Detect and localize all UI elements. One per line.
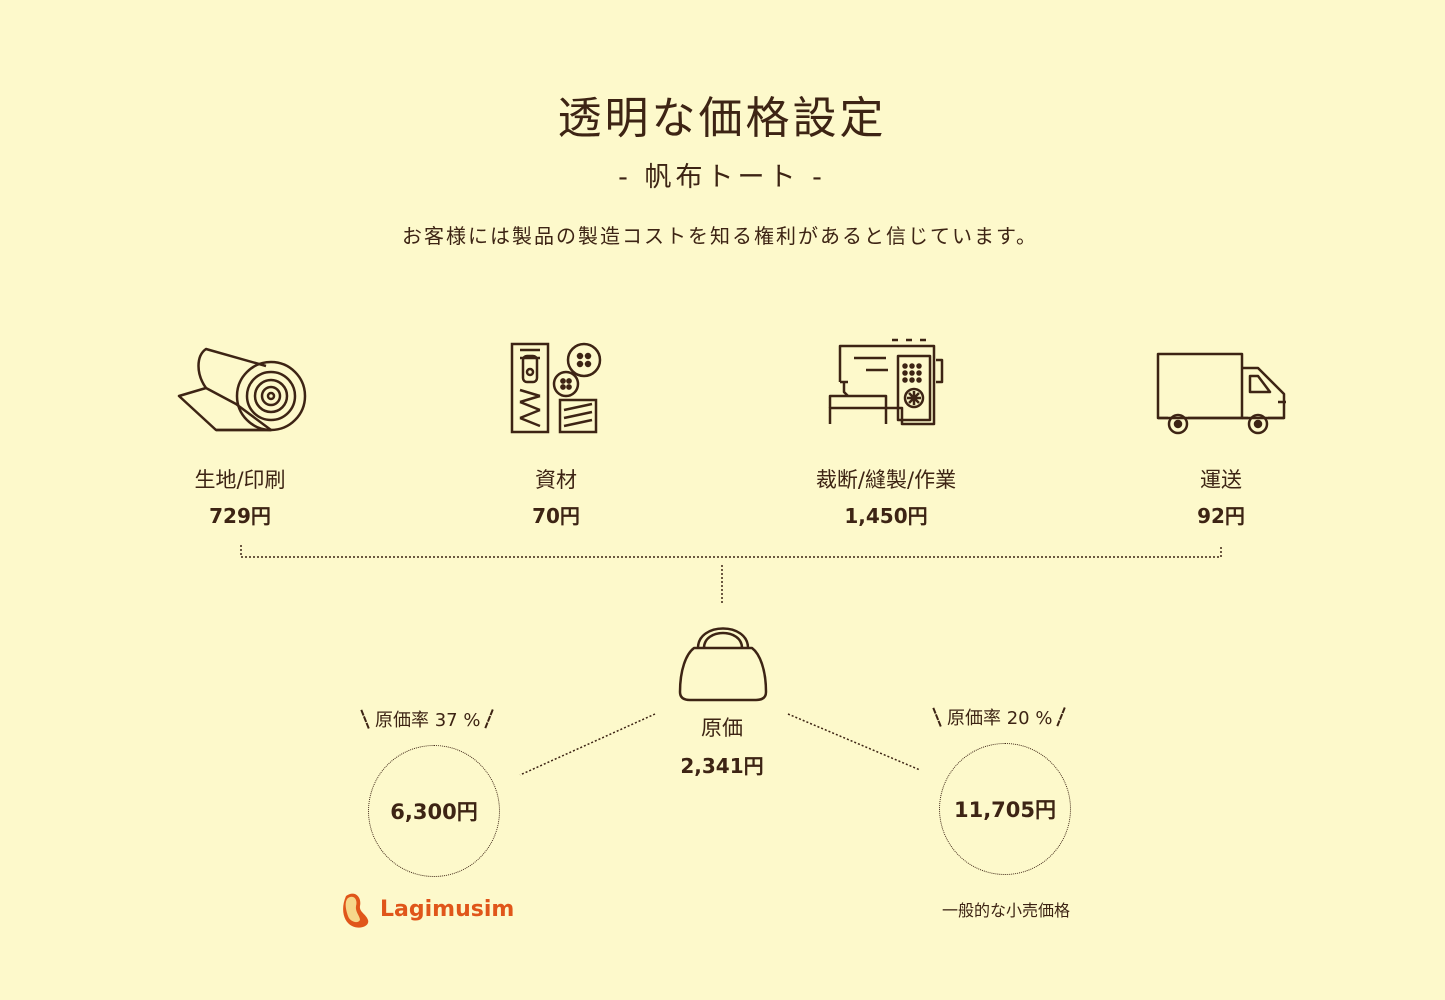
brand-name: Lagimusim [380, 896, 515, 922]
sewing-machine-icon [828, 338, 944, 426]
our-price-circle: 6,300円 [368, 745, 500, 877]
cost-value-materials: 70円 [532, 504, 580, 528]
retail-price-value: 11,705円 [953, 798, 1057, 822]
our-rate-label: 原価率 37 % [375, 710, 481, 731]
total-value: 2,341円 [680, 754, 764, 778]
zipper-buttons-thread-icon [510, 342, 602, 434]
cost-label-shipping: 運送 [1200, 468, 1242, 492]
fabric-roll-icon [177, 347, 307, 432]
page-title: 透明な価格設定 [557, 93, 887, 144]
delivery-truck-icon [1156, 352, 1286, 435]
our-price-value: 6,300円 [390, 800, 478, 824]
our-rate: 原価率 37 % [360, 706, 496, 732]
cost-value-fabric: 729円 [209, 504, 271, 528]
brand-mark-icon [343, 893, 369, 928]
total-label: 原価 [701, 716, 743, 740]
retail-rate-label: 原価率 20 % [947, 708, 1053, 729]
tagline: お客様には製品の製造コストを知る権利があると信じています。 [402, 224, 1038, 248]
retail-price-circle: 11,705円 [939, 743, 1071, 875]
cost-value-sewing: 1,450円 [844, 504, 928, 528]
handbag-icon [678, 627, 768, 702]
page-subtitle: - 帆布トート - [618, 162, 826, 193]
cost-label-sewing: 裁断/縫製/作業 [815, 468, 957, 492]
cost-label-materials: 資材 [535, 468, 577, 492]
cost-value-shipping: 92円 [1197, 504, 1245, 528]
retail-rate: 原価率 20 % [932, 704, 1068, 730]
cost-label-fabric: 生地/印刷 [194, 468, 286, 492]
retail-caption: 一般的な小売価格 [941, 901, 1071, 920]
brand-logo: Lagimusim [340, 890, 514, 928]
